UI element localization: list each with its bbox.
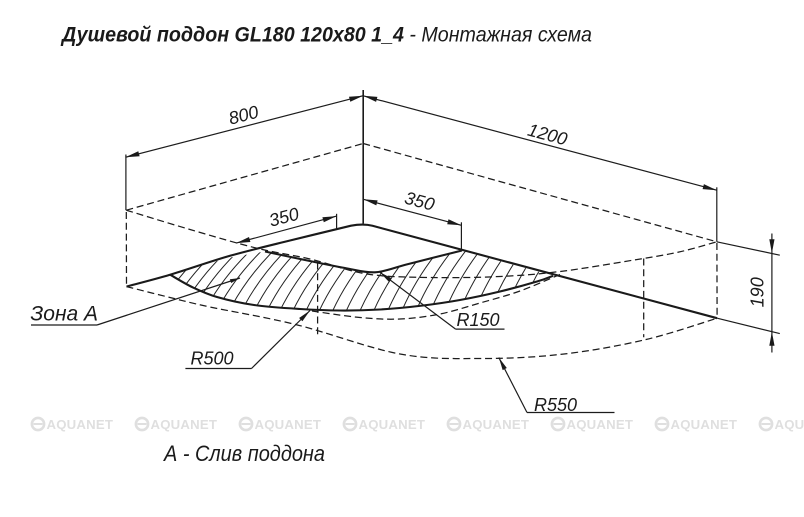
svg-text:AQUANET: AQUANET (151, 417, 218, 432)
svg-text:R500: R500 (191, 349, 234, 369)
svg-text:AQUANET: AQUANET (359, 417, 426, 432)
svg-text:R150: R150 (457, 310, 500, 330)
svg-text:AQUANET: AQUANET (775, 417, 804, 432)
svg-text:AQUANET: AQUANET (463, 417, 530, 432)
svg-text:Душевой поддон GL180 120x80 1_: Душевой поддон GL180 120x80 1_4 - Монтаж… (60, 23, 592, 47)
svg-text:AQUANET: AQUANET (671, 417, 738, 432)
svg-text:190: 190 (748, 277, 768, 307)
svg-text:Зона A: Зона A (30, 303, 98, 326)
svg-text:AQUANET: AQUANET (47, 417, 114, 432)
svg-text:AQUANET: AQUANET (255, 417, 322, 432)
svg-text:AQUANET: AQUANET (567, 417, 634, 432)
svg-text:R550: R550 (534, 395, 577, 415)
svg-text:А - Слив поддона: А - Слив поддона (162, 441, 325, 466)
